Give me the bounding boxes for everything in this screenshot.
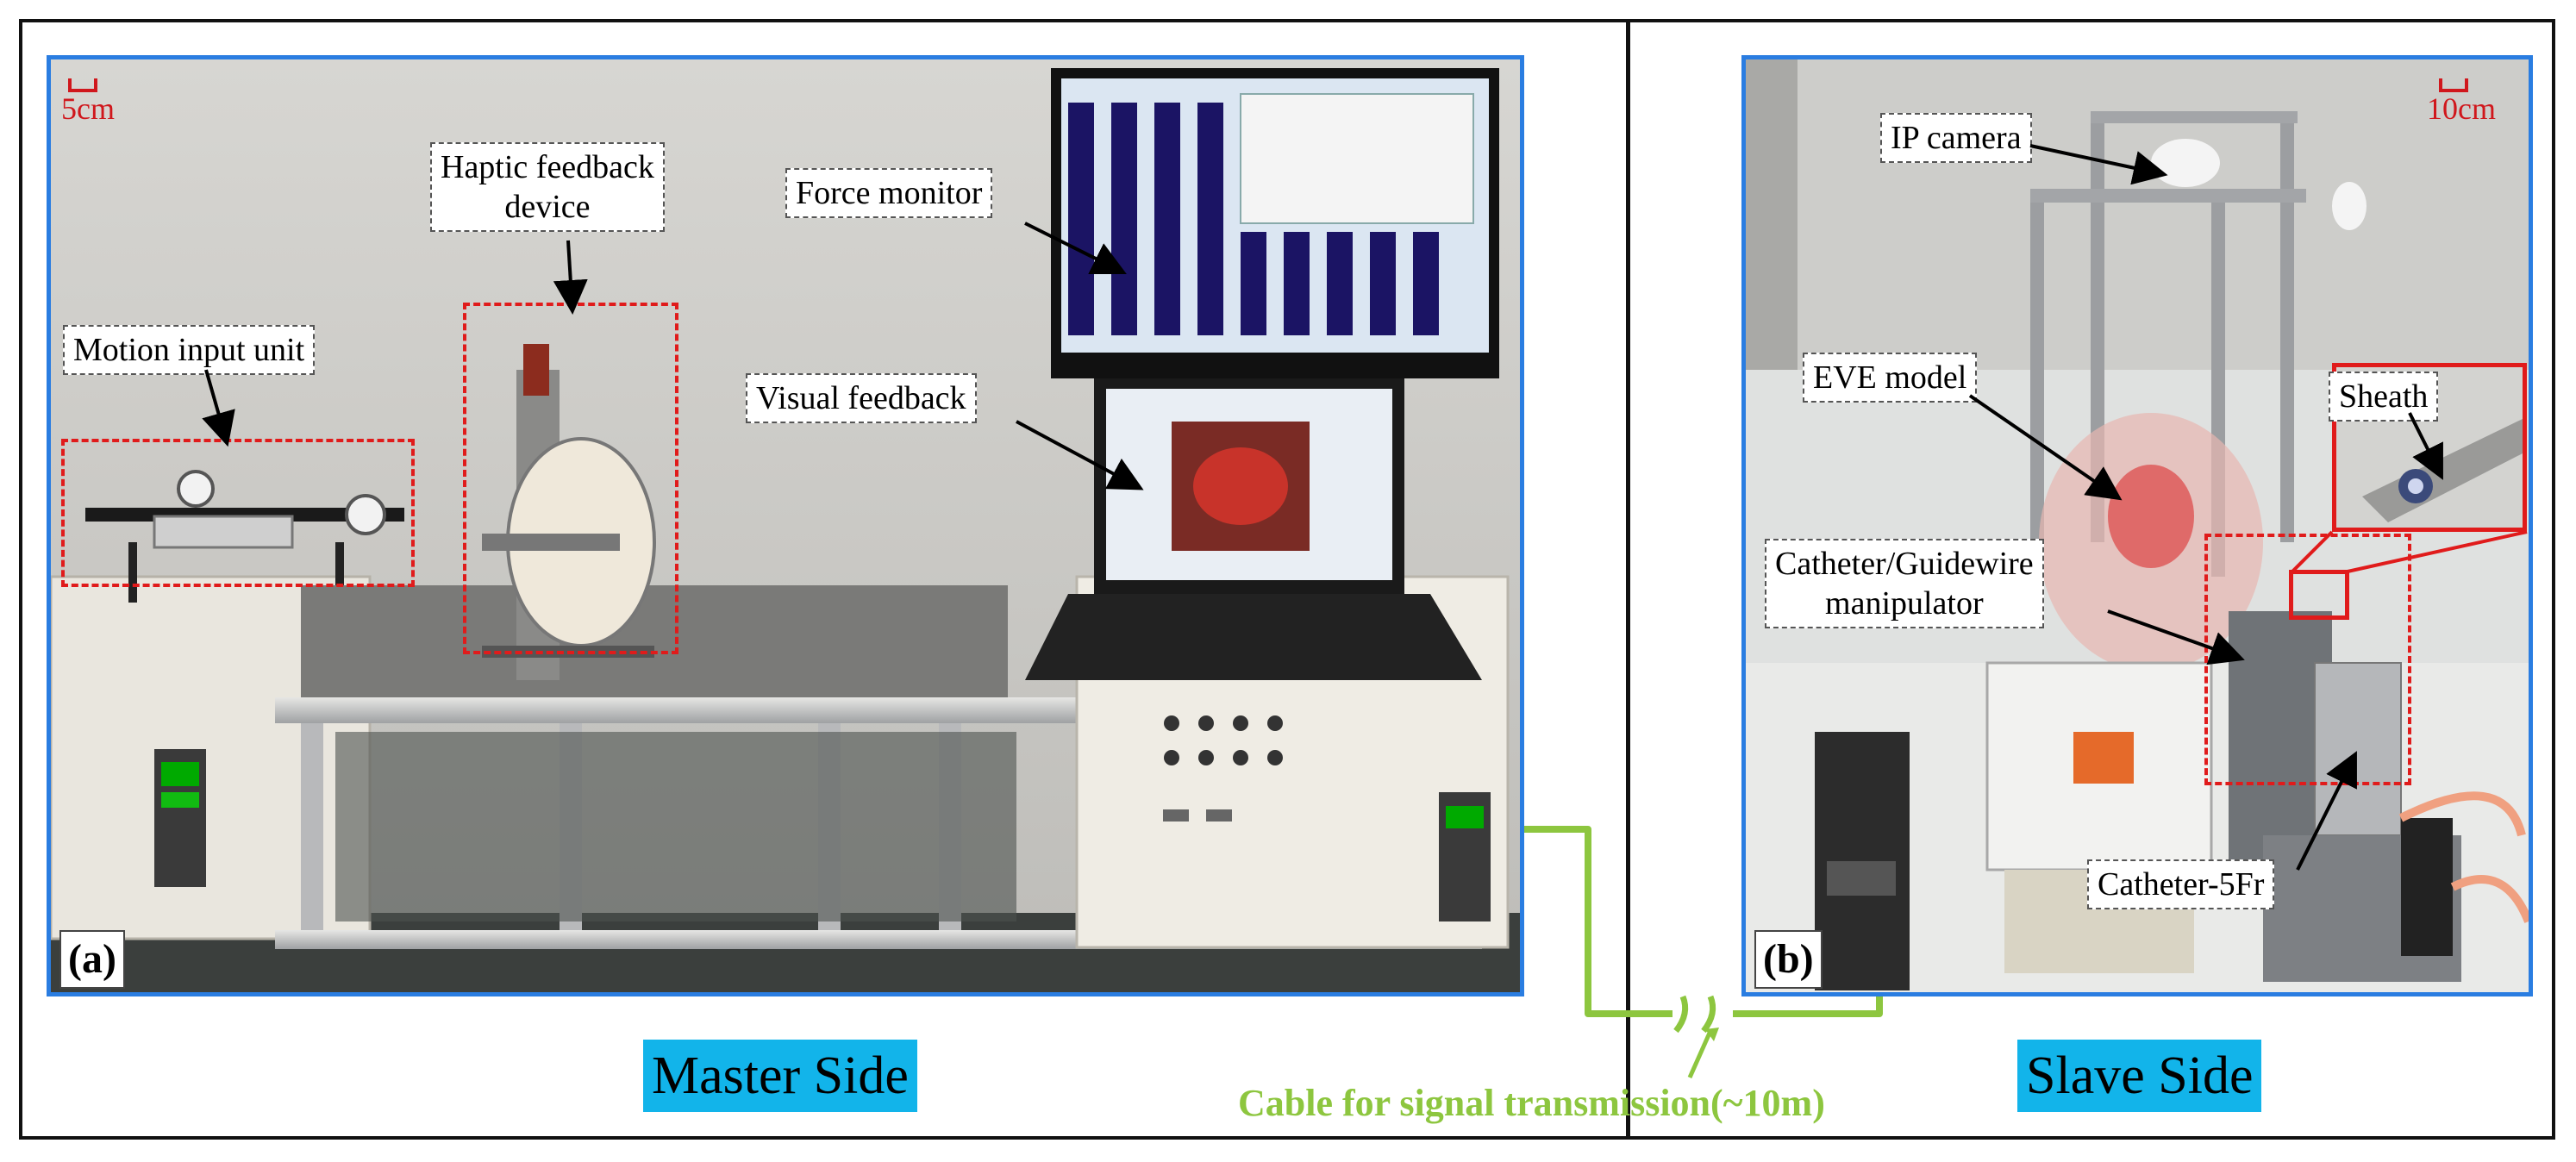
scale-label-b: 10cm [2427, 91, 2496, 126]
slave-side-photo: 10cm IP camera EVE model Sheath Catheter… [1741, 55, 2533, 996]
master-side-scene [51, 59, 1520, 992]
scale-bar-b [2439, 78, 2468, 92]
manipulator-label: Catheter/Guidewire manipulator [1765, 539, 2044, 628]
panel-b-tag: (b) [1754, 930, 1823, 989]
slave-side-scene [1746, 59, 2529, 992]
figure-frame [19, 19, 2555, 1140]
manipulator-label-line2: manipulator [1825, 585, 1984, 622]
panel-a-tag: (a) [59, 930, 125, 989]
haptic-feedback-label: Haptic feedback device [430, 142, 665, 232]
catheter-label: Catheter-5Fr [2087, 859, 2275, 909]
scale-bar-a [68, 78, 97, 92]
master-side-photo: 5cm Haptic feedback device Force monitor… [47, 55, 1524, 996]
slave-side-label: Slave Side [2017, 1040, 2262, 1112]
panel-divider [1626, 19, 1630, 1140]
haptic-label-line1: Haptic feedback [441, 149, 654, 185]
eve-model-label: EVE model [1803, 353, 1978, 403]
sheath-label: Sheath [2329, 372, 2439, 422]
haptic-label-line2: device [504, 189, 591, 225]
manipulator-label-line1: Catheter/Guidewire [1775, 546, 2034, 582]
force-monitor-label: Force monitor [785, 168, 993, 218]
cable-label: Cable for signal transmission(~10m) [1238, 1082, 1825, 1124]
visual-feedback-label: Visual feedback [746, 373, 977, 423]
motion-input-box [61, 439, 415, 587]
sheath-source-box [2289, 570, 2349, 620]
motion-input-label: Motion input unit [63, 325, 316, 375]
master-side-label: Master Side [643, 1040, 917, 1112]
haptic-device-box [463, 303, 678, 654]
ip-camera-label: IP camera [1880, 113, 2032, 163]
scale-label-a: 5cm [61, 91, 115, 126]
